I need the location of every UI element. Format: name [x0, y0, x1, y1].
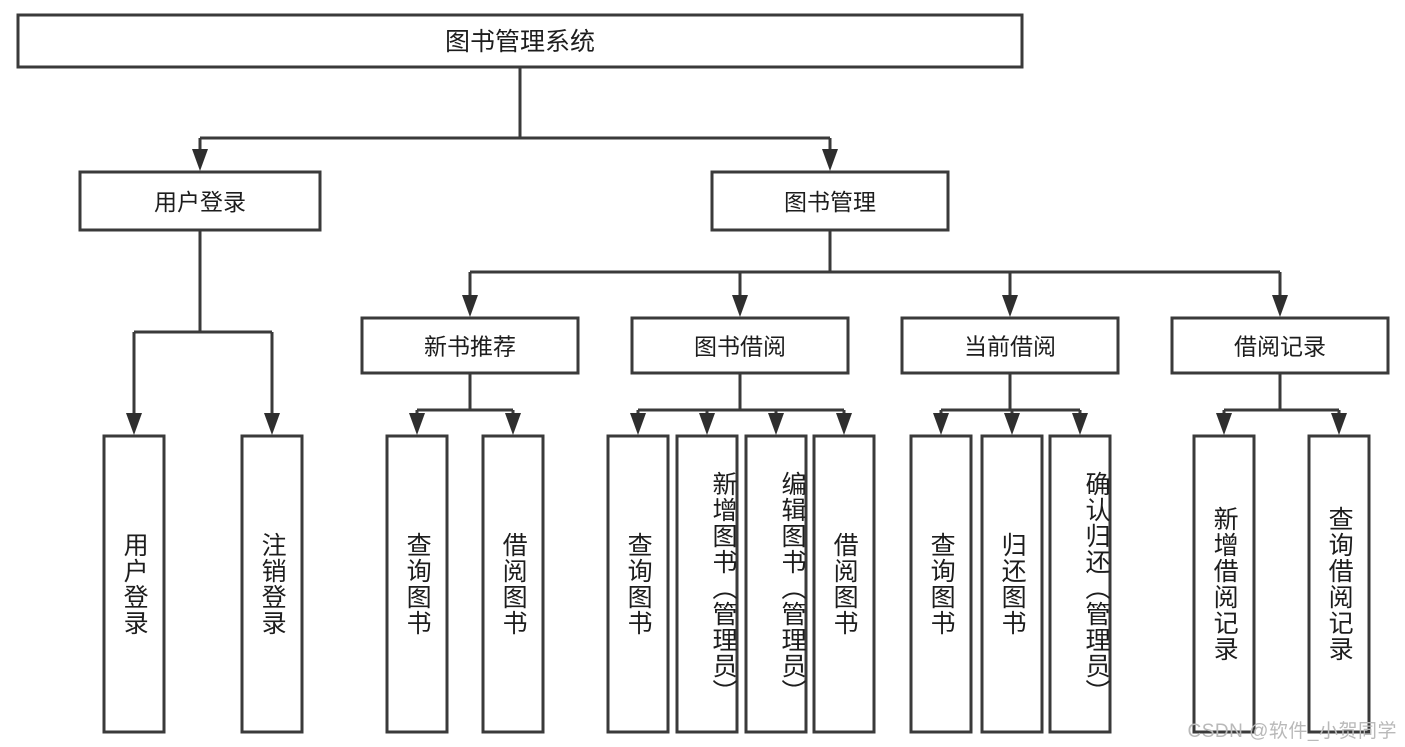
arrow-connector [1002, 272, 1018, 317]
level2-node-box-user-login[interactable] [78, 170, 322, 232]
arrow-head-icon [699, 413, 715, 435]
arrow-connector [264, 332, 280, 435]
leaf-node-box-leaf-borrow-book-nb[interactable] [481, 434, 545, 734]
arrow-head-icon [732, 295, 748, 317]
arrow-head-icon [1004, 413, 1020, 435]
arrow-head-icon [462, 295, 478, 317]
arrow-connector [1331, 410, 1347, 435]
arrow-head-icon [409, 413, 425, 435]
arrow-head-icon [933, 413, 949, 435]
leaf-node-box-leaf-add-borrow-record[interactable] [1192, 434, 1256, 734]
arrow-connector [1216, 410, 1232, 435]
root-node-label: 图书管理系统 [445, 28, 595, 56]
level3-node-box-borrow-record[interactable] [1170, 316, 1390, 375]
arrow-connector [126, 332, 142, 435]
arrow-connector [1072, 410, 1088, 435]
arrow-head-icon [1272, 295, 1288, 317]
arrow-head-icon [1002, 295, 1018, 317]
level3-node-label-current-borrow: 当前借阅 [964, 334, 1056, 360]
arrow-head-icon [126, 413, 142, 435]
leaf-node-box-leaf-borrow-book-bb[interactable] [812, 434, 876, 734]
leaf-node-box-leaf-return-book[interactable] [980, 434, 1044, 734]
level3-node-label-new-book-recommend: 新书推荐 [424, 334, 516, 360]
arrow-connector [1004, 410, 1020, 435]
level2-node-label-user-login: 用户登录 [154, 189, 246, 215]
leaf-node-box-leaf-query-book-cb[interactable] [909, 434, 973, 734]
arrow-head-icon [1216, 413, 1232, 435]
arrow-connector [836, 410, 852, 435]
arrow-connector [1272, 272, 1288, 317]
arrow-head-icon [836, 413, 852, 435]
leaf-node-box-leaf-add-book-admin[interactable] [675, 434, 739, 734]
leaf-node-box-leaf-query-borrow-record[interactable] [1307, 434, 1371, 734]
watermark-text: CSDN @软件_小贺同学 [1187, 721, 1397, 742]
level2-node-box-book-manage[interactable] [710, 170, 950, 232]
leaf-node-box-leaf-logout[interactable] [240, 434, 304, 734]
arrow-connector [732, 272, 748, 317]
arrow-connector [505, 410, 521, 435]
level3-node-label-borrow-record: 借阅记录 [1234, 334, 1326, 360]
arrow-head-icon [192, 149, 208, 171]
arrow-connector [822, 138, 838, 171]
arrow-head-icon [505, 413, 521, 435]
arrow-head-icon [630, 413, 646, 435]
arrow-head-icon [822, 149, 838, 171]
arrow-connector [192, 138, 208, 171]
leaf-node-box-leaf-edit-book-admin[interactable] [744, 434, 808, 734]
connectors-layer [126, 67, 1347, 435]
level3-node-box-new-book-recommend[interactable] [360, 316, 580, 375]
root-node-box[interactable] [16, 13, 1024, 69]
arrow-connector [630, 410, 646, 435]
level3-node-box-current-borrow[interactable] [900, 316, 1120, 375]
arrow-head-icon [768, 413, 784, 435]
arrow-connector [409, 410, 425, 435]
leaf-node-box-leaf-query-book-bb[interactable] [606, 434, 670, 734]
arrow-connector [768, 410, 784, 435]
arrow-connector [933, 410, 949, 435]
leaf-node-box-leaf-query-book-nb[interactable] [385, 434, 449, 734]
level3-node-box-book-borrow[interactable] [630, 316, 850, 375]
arrow-head-icon [1072, 413, 1088, 435]
arrow-head-icon [1331, 413, 1347, 435]
level2-node-label-book-manage: 图书管理 [784, 189, 876, 215]
arrow-connector [699, 410, 715, 435]
arrow-connector [462, 272, 478, 317]
leaf-node-box-leaf-user-login[interactable] [102, 434, 166, 734]
level3-node-label-book-borrow: 图书借阅 [694, 334, 786, 360]
leaf-node-box-leaf-confirm-return-admin[interactable] [1048, 434, 1112, 734]
boxes-layer [16, 13, 1390, 734]
arrow-head-icon [264, 413, 280, 435]
